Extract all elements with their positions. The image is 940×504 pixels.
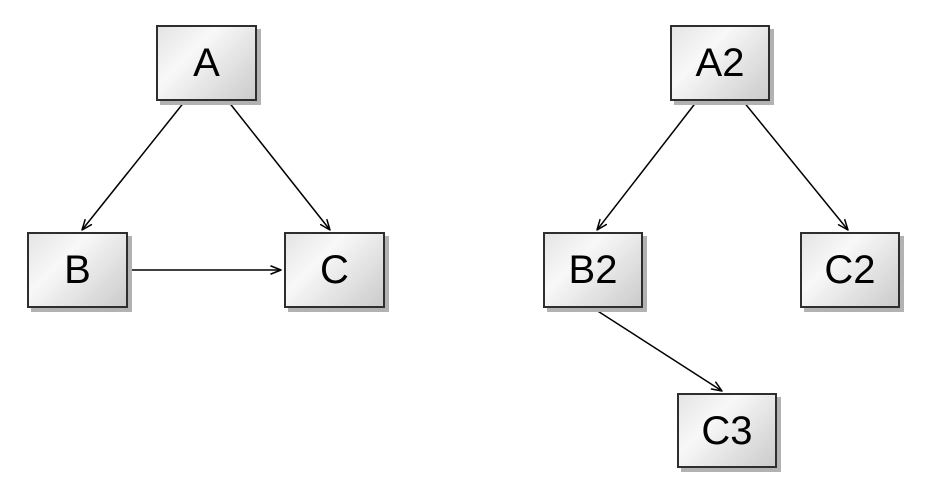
- node-label-C3: C3: [701, 408, 753, 453]
- node-label-A2: A2: [695, 41, 745, 85]
- node-label-A: A: [193, 41, 220, 85]
- node-label-C: C: [320, 248, 349, 292]
- node-C: C: [284, 232, 385, 308]
- node-A2: A2: [670, 25, 770, 101]
- node-label-B: B: [64, 248, 91, 292]
- node-B: B: [27, 232, 128, 308]
- node-A: A: [156, 25, 257, 101]
- node-C3: C3: [677, 393, 777, 468]
- node-label-B2: B2: [568, 248, 618, 292]
- node-B2: B2: [543, 232, 643, 308]
- node-label-C2: C2: [824, 248, 876, 292]
- node-C2: C2: [800, 232, 900, 308]
